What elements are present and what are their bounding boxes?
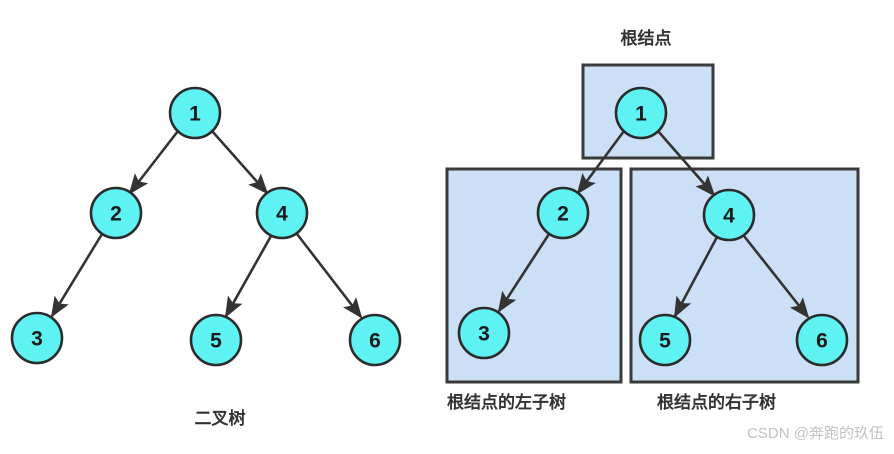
node-value: 6 bbox=[369, 330, 381, 353]
node-value: 6 bbox=[816, 330, 828, 353]
edge-4-to-6 bbox=[295, 233, 363, 319]
subtree-node-3[interactable]: 3 bbox=[457, 306, 511, 360]
node-value: 3 bbox=[31, 328, 43, 351]
edge-4-to-5 bbox=[224, 235, 273, 318]
node-circle bbox=[168, 86, 222, 140]
subtree-node-2[interactable]: 2 bbox=[536, 186, 590, 240]
edge-r1-to-r2 bbox=[576, 130, 626, 195]
node-circle bbox=[614, 86, 668, 140]
node-circle bbox=[89, 186, 143, 240]
tree-node-3[interactable]: 3 bbox=[10, 311, 64, 365]
tree-node-2[interactable]: 2 bbox=[89, 186, 143, 240]
root-node-label: 根结点 bbox=[621, 28, 672, 48]
node-circle bbox=[536, 186, 590, 240]
edge-1-to-2 bbox=[128, 130, 180, 195]
node-circle bbox=[457, 306, 511, 360]
node-value: 4 bbox=[723, 205, 735, 228]
node-value: 2 bbox=[110, 203, 122, 226]
edge-r4-to-r6 bbox=[742, 235, 810, 319]
tree-node-5[interactable]: 5 bbox=[189, 313, 243, 367]
subtree-node-4[interactable]: 4 bbox=[702, 188, 756, 242]
edge-r4-to-r5 bbox=[673, 236, 719, 318]
node-value: 1 bbox=[635, 103, 647, 126]
tree-node-1[interactable]: 1 bbox=[168, 86, 222, 140]
edge-1-to-4 bbox=[211, 130, 269, 195]
node-value: 5 bbox=[210, 330, 222, 353]
subtree-node-6[interactable]: 6 bbox=[795, 313, 849, 367]
tree-node-4[interactable]: 4 bbox=[255, 186, 309, 240]
edge-r1-to-r4 bbox=[657, 130, 716, 197]
edge-r2-to-r3 bbox=[497, 233, 551, 313]
right-subtree-caption: 根结点的右子树 bbox=[657, 392, 776, 412]
node-circle bbox=[795, 313, 849, 367]
node-circle bbox=[189, 313, 243, 367]
node-value: 5 bbox=[659, 330, 671, 353]
node-value: 4 bbox=[276, 203, 288, 226]
tree-node-6[interactable]: 6 bbox=[348, 313, 402, 367]
node-circle bbox=[10, 311, 64, 365]
left-diagram-caption: 二叉树 bbox=[195, 409, 246, 428]
subtree-node-5[interactable]: 5 bbox=[638, 313, 692, 367]
left-subtree-caption: 根结点的左子树 bbox=[447, 392, 566, 412]
node-circle bbox=[702, 188, 756, 242]
edge-2-to-3 bbox=[50, 233, 104, 318]
subtree-node-1[interactable]: 1 bbox=[614, 86, 668, 140]
node-value: 3 bbox=[478, 323, 490, 346]
node-value: 1 bbox=[189, 103, 201, 126]
node-circle bbox=[255, 186, 309, 240]
right-subtree-diagram-group: 1 2 4 3 5 6 根结点 根结 bbox=[445, 28, 860, 412]
node-value: 2 bbox=[557, 203, 569, 226]
left-binary-tree-group: 1 2 4 3 5 6 二叉树 bbox=[10, 86, 402, 428]
csdn-watermark: CSDN @奔跑的玖伍 bbox=[747, 425, 884, 442]
node-circle bbox=[638, 313, 692, 367]
node-circle bbox=[348, 313, 402, 367]
